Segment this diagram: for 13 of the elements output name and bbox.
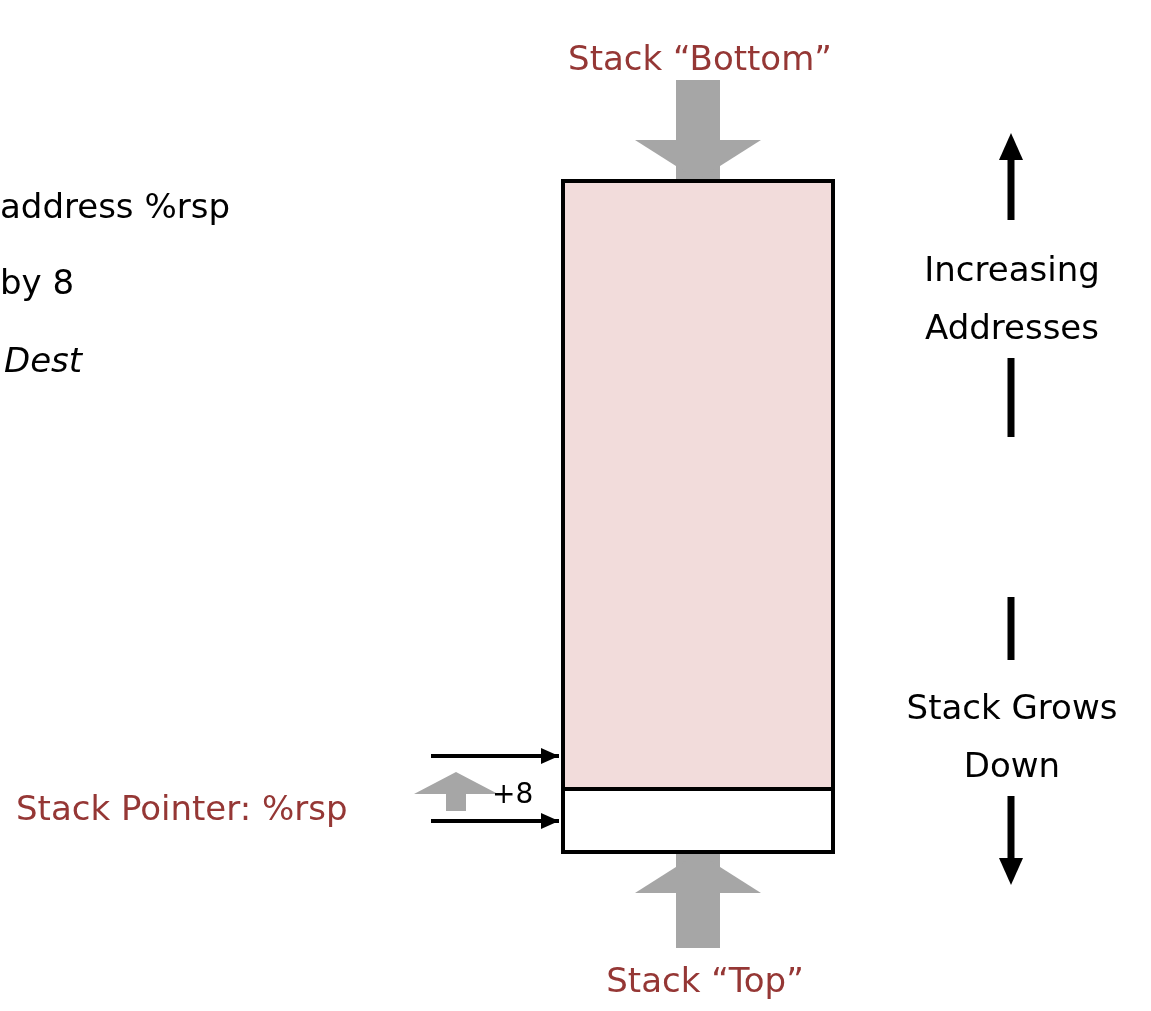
- offset-label: +8: [492, 776, 534, 812]
- stack-label: Stack “Top”: [560, 960, 850, 1000]
- block-arrow: [635, 853, 761, 948]
- block-arrow: [635, 80, 761, 180]
- stack-label: Stack “Bottom”: [520, 38, 880, 78]
- text-line: address %rsp: [0, 186, 230, 226]
- text-line: Dest: [4, 340, 83, 380]
- arrow: [431, 813, 559, 829]
- arrow: [431, 748, 559, 764]
- direction-label: Increasing Addresses: [923, 248, 1101, 349]
- direction-label: Stack Grows Down: [905, 686, 1119, 787]
- stack-label: Stack Pointer: %rsp: [16, 788, 348, 828]
- text-line: by 8: [0, 262, 75, 302]
